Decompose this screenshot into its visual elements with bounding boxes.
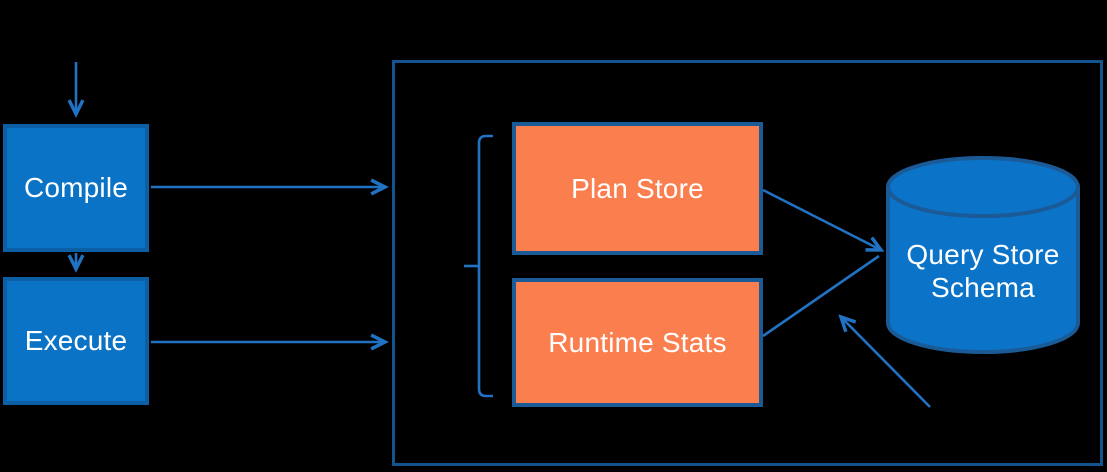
runtime-stats-label: Runtime Stats <box>548 326 727 358</box>
query-store-schema-label-line2: Schema <box>931 272 1035 303</box>
compile-label: Compile <box>23 172 129 203</box>
runtime-stats-node: Runtime Stats <box>512 278 763 407</box>
query-store-schema-label-line1: Query Store <box>906 239 1060 270</box>
compile-node: Compile <box>3 124 149 252</box>
query-store-schema-label: Query Store Schema <box>888 238 1078 304</box>
query-store-container-box <box>392 60 1103 466</box>
execute-node: Execute <box>3 277 149 405</box>
execute-label: Execute <box>24 325 128 356</box>
plan-store-label: Plan Store <box>571 172 704 204</box>
plan-store-node: Plan Store <box>512 122 763 255</box>
